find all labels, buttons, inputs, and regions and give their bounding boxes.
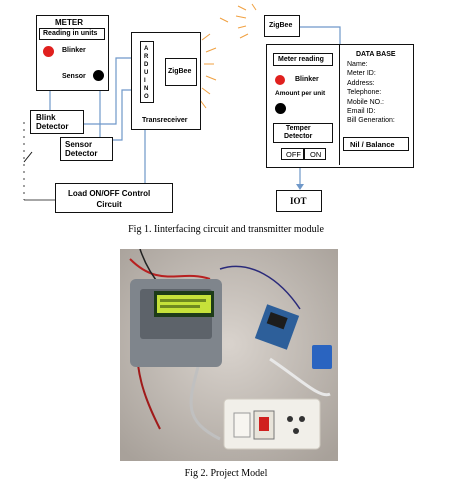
zigbee-module: ZigBee xyxy=(165,58,197,86)
panel-sensor-dot-icon xyxy=(275,103,286,114)
temper-detector-label: Temper Detector xyxy=(284,125,313,140)
switch-lever xyxy=(23,151,33,163)
panel-blinker-led-icon xyxy=(275,75,285,85)
on-label: ON xyxy=(310,150,322,159)
database-title: DATA BASE xyxy=(356,51,396,58)
connection-wires xyxy=(23,3,341,201)
off-label: OFF xyxy=(286,150,301,159)
project-model-photo xyxy=(120,248,338,461)
panel-divider xyxy=(339,45,340,165)
off-button[interactable]: OFF xyxy=(281,148,304,160)
arduino-letter: D xyxy=(144,62,149,68)
database-field: Name: xyxy=(347,61,368,68)
zigbee-receiver-box: ZigBee xyxy=(264,15,300,37)
monitor-panel: Meter reading Blinker Amount per unit Te… xyxy=(266,44,414,168)
database-field: Telephone: xyxy=(347,89,382,97)
sensor-detector-label: Sensor Detector xyxy=(65,140,98,158)
blink-detector-label: Blink Detector xyxy=(36,113,69,131)
wire-zigbee-to-panel xyxy=(300,26,341,45)
zigbee-module-label: ZigBee xyxy=(168,68,192,75)
on-button[interactable]: ON xyxy=(304,148,326,160)
temper-detector-box: Temper Detector xyxy=(273,123,333,143)
meter-reading-box: Meter reading xyxy=(273,53,333,66)
load-control-label: Load ON/OFF Control Circuit xyxy=(68,189,151,209)
blinker-led-icon xyxy=(43,46,54,57)
database-field: Meter ID: xyxy=(347,70,376,78)
meter-box: METER Reading in units Blinker Sensor xyxy=(36,15,109,91)
sensor-detector-box: Sensor Detector xyxy=(60,137,113,161)
blinker-label: Blinker xyxy=(62,47,86,54)
database-field: Email ID: xyxy=(347,108,376,116)
nil-balance-label: Nil / Balance xyxy=(350,140,395,149)
arduino-letter: O xyxy=(144,94,149,100)
sensor-dot-icon xyxy=(93,70,104,81)
arduino-letter: A xyxy=(144,46,149,52)
zigbee-receiver-label: ZigBee xyxy=(269,22,293,29)
nil-balance-box: Nil / Balance xyxy=(343,137,409,151)
iot-label: IOT xyxy=(290,196,307,206)
blink-detector-box: Blink Detector xyxy=(30,110,84,134)
fig1-caption: Fig 1. Iinterfacing circuit and transmit… xyxy=(128,224,324,235)
arrow-head-iot xyxy=(296,184,304,190)
reading-in-units: Reading in units xyxy=(39,28,105,40)
arduino-letter: R xyxy=(144,54,149,60)
meter-reading-label: Meter reading xyxy=(278,56,324,63)
panel-blinker-label: Blinker xyxy=(295,76,319,83)
arduino-letter: I xyxy=(144,78,146,84)
database-field: Address: xyxy=(347,79,375,87)
fig2-caption: Fig 2. Project Model xyxy=(184,468,268,479)
wire-sensor-to-arduino xyxy=(113,89,131,141)
database-field: Mobile NO.: xyxy=(347,98,384,106)
database-field: Bill Generation: xyxy=(347,117,395,125)
sensor-label: Sensor xyxy=(62,73,86,80)
reading-label: Reading in units xyxy=(43,30,98,37)
meter-title: METER xyxy=(55,18,83,27)
signal-rays-top xyxy=(219,3,257,39)
arduino-letter: N xyxy=(144,86,149,92)
wire-blink-to-arduino xyxy=(84,57,131,125)
iot-box: IOT xyxy=(276,190,322,212)
signal-rays-right xyxy=(199,33,217,109)
load-control-box: Load ON/OFF Control Circuit xyxy=(55,183,173,213)
transreceiver-label: Transreceiver xyxy=(142,117,188,124)
database-fields: Name: Meter ID:Address: Telephone:Mobile N… xyxy=(347,60,395,126)
amount-per-unit-label: Amount per unit xyxy=(275,90,326,97)
arduino-letter: U xyxy=(144,70,149,76)
